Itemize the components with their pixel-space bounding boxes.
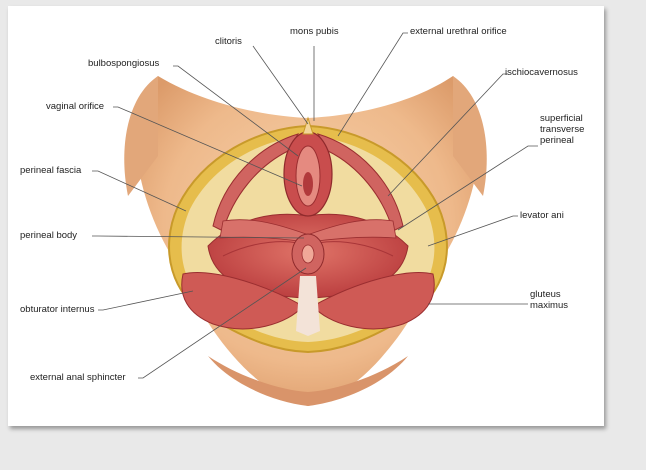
label-vaginal-orifice: vaginal orifice [46,101,104,112]
label-superficial-transverse-perineal: superficial transverse perineal [540,113,584,146]
label-bulbospongiosus: bulbospongiosus [88,58,159,69]
label-external-anal-sphincter: external anal sphincter [30,372,126,383]
illustration-card: clitoris mons pubis external urethral or… [8,6,604,426]
bulbospongiosus-muscle [284,132,332,216]
label-perineal-body: perineal body [20,230,77,241]
label-gluteus-maximus: gluteus maximus [530,289,568,311]
label-clitoris: clitoris [215,36,242,47]
label-ischiocavernosus: ischiocavernosus [505,67,578,78]
label-levator-ani: levator ani [520,210,564,221]
label-obturator-internus: obturator internus [20,304,94,315]
anococcygeal-tendon [296,276,320,336]
label-perineal-fascia: perineal fascia [20,165,81,176]
external-anal-sphincter-muscle [292,234,324,274]
label-external-urethral-orifice: external urethral orifice [410,26,507,37]
label-mons-pubis: mons pubis [290,26,339,37]
